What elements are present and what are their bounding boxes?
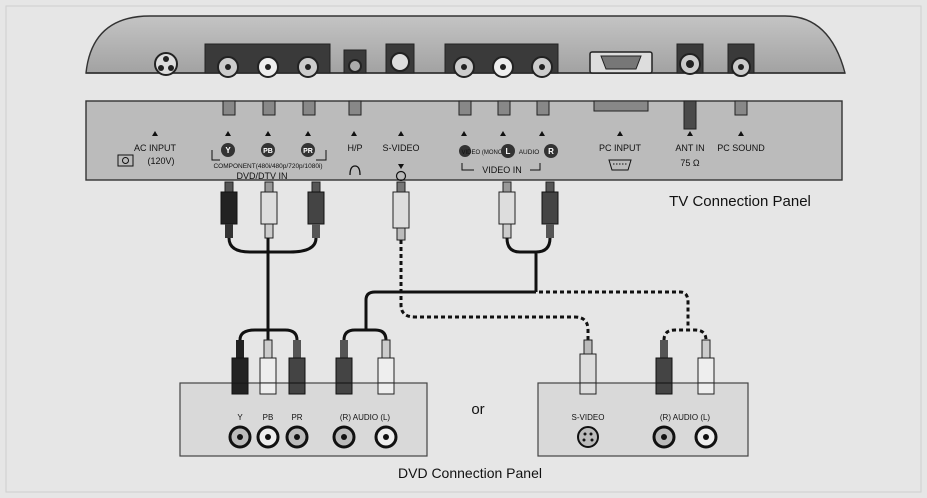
headphone-icon: [349, 165, 361, 176]
video-in-label: VIDEO IN: [482, 165, 522, 175]
arrow-icons: [152, 131, 744, 169]
dvd-s-video-jack-icon: [577, 426, 599, 448]
s-video-label: S-VIDEO: [382, 143, 419, 153]
audio-cable-lower-left: [342, 328, 388, 341]
vga-port-icon: [589, 51, 653, 74]
rca-jack-icon: [453, 56, 553, 78]
dvd-y-label: Y: [237, 413, 243, 422]
badge-pb: PB: [263, 148, 273, 155]
ac-plug-icon: [117, 154, 134, 167]
or-separator: or: [471, 401, 484, 418]
dvd-audio-label-left: (R) AUDIO (L): [340, 413, 391, 422]
plug-tips-left: [231, 382, 395, 395]
connector-stubs: [222, 100, 748, 130]
dvd-rca-jack-icon: [652, 425, 718, 449]
dvd-panel-right: [537, 382, 749, 457]
tv-panel-title: TV Connection Panel: [669, 193, 811, 210]
component-bracket: [211, 150, 327, 161]
video-mono-badge: [459, 145, 471, 157]
headphone-jack-icon: [348, 59, 362, 73]
pc-label: PC SOUND: [717, 143, 765, 153]
dvd-s-video-label: S-VIDEO: [572, 413, 605, 422]
dvd-rca-jack-icon: [228, 425, 398, 449]
component-plugs-top: [220, 181, 325, 239]
video-mono-label: VIDEO (MONO): [462, 150, 505, 156]
dvd-pr-label: PR: [291, 413, 302, 422]
audio-cable-dashed: [534, 260, 690, 330]
audio-l-badge: [501, 144, 515, 158]
audio-plugs-top: [498, 181, 559, 239]
s-video-plug-top: [392, 181, 410, 241]
audio-r-badge: [544, 144, 558, 158]
vga-symbol-icon: [608, 159, 632, 171]
s-video-cable: [399, 240, 590, 340]
component-label: COMPONENT(480i/480p/720p/1080i): [213, 163, 322, 170]
badge-l: L: [506, 147, 511, 156]
outer-frame: [5, 5, 922, 493]
ac-voltage-label: (120V): [147, 156, 174, 166]
s-video-jack-icon: [390, 52, 410, 72]
pc-input-label: PC INPUT: [599, 143, 642, 153]
plug-tips-right: [579, 382, 715, 395]
hp-label: H/P: [347, 143, 362, 153]
component-cable: [227, 237, 318, 340]
ant-in-label: ANT IN: [675, 143, 704, 153]
dvd-pb-label: PB: [263, 413, 274, 422]
audio-label: AUDIO: [519, 149, 540, 156]
rca-jack-icon: [217, 56, 319, 78]
dvd-panel-title: DVD Connection Panel: [398, 465, 542, 481]
ac-socket-icon: [154, 52, 178, 76]
badge-y: Y: [225, 146, 231, 155]
dvd-audio-label-right: (R) AUDIO (L): [660, 413, 711, 422]
audio-cable-top: [505, 237, 552, 292]
component-badges: [221, 143, 315, 157]
video-in-bracket: [461, 163, 541, 171]
s-video-symbol-icon: [395, 170, 407, 182]
ant-impedance-label: 75 Ω: [680, 158, 700, 168]
audio-cable-solid: [364, 290, 536, 330]
badge-r: R: [548, 147, 554, 156]
badge-pr: PR: [303, 148, 313, 155]
ac-input-label: AC INPUT: [134, 143, 177, 153]
dvd-dtv-in-label: DVD/DTV IN: [236, 171, 287, 181]
component-cable-lower: [238, 328, 299, 341]
